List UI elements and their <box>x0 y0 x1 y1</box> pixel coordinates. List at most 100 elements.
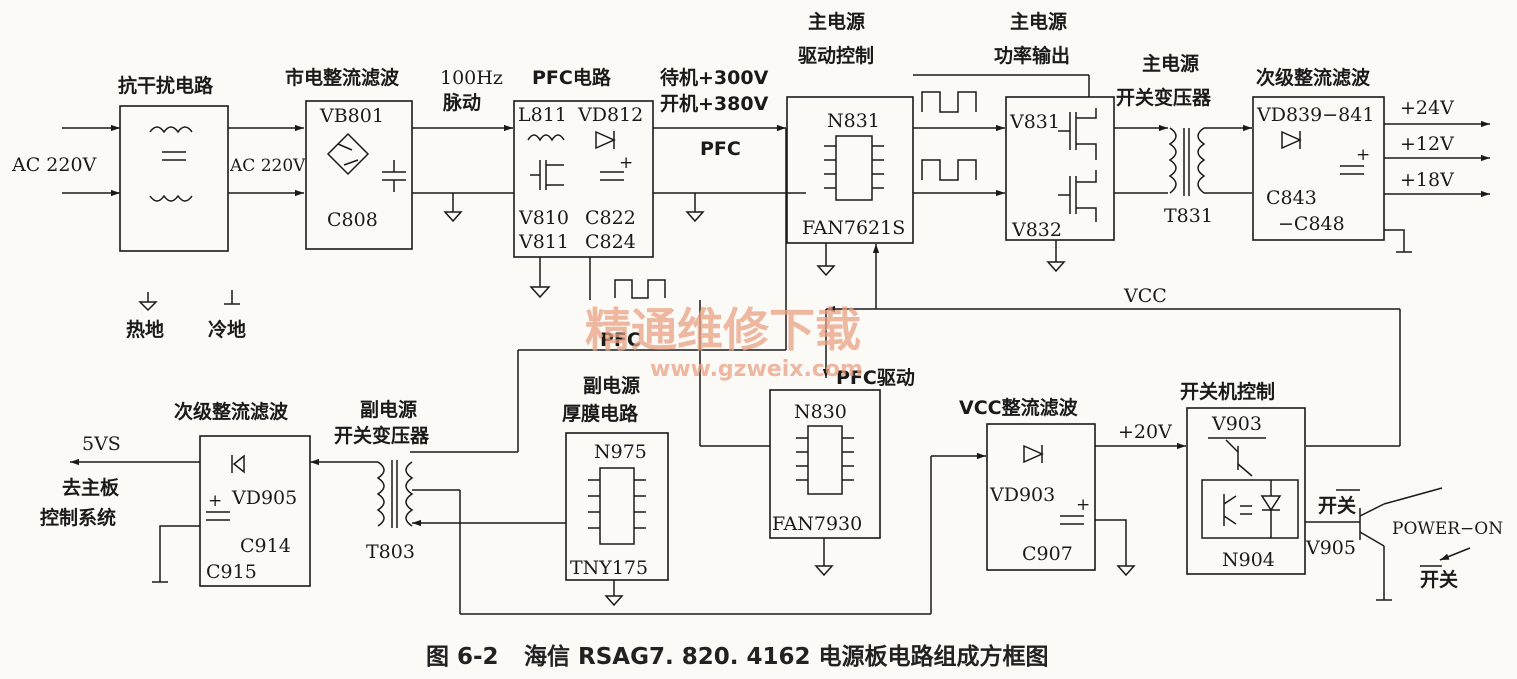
hot-ground-icon <box>604 580 624 607</box>
vcc-rectifier-cap: C907 <box>1022 543 1073 565</box>
pfc-gate-label: PFC <box>600 329 641 351</box>
output-5vs-label: 5VS <box>82 433 121 455</box>
pfc-cap2-label: C824 <box>585 231 636 253</box>
figure-number: 图 6-2 <box>426 644 499 670</box>
main-mosfet2-label: V832 <box>1011 219 1062 241</box>
hot-ground-icon <box>816 243 836 277</box>
aux-module-chip-model: TNY175 <box>570 557 648 579</box>
vcc-rectifier-title: VCC整流滤波 <box>959 396 1079 419</box>
main-transformer: 主电源 开关变压器 T831 <box>1116 52 1213 227</box>
output-24v-label: +24V <box>1400 97 1454 119</box>
switch-arrow <box>1439 547 1471 561</box>
watermark-url: www.gzweix.com <box>650 357 863 382</box>
transistor-icon <box>1208 437 1266 477</box>
cold-ground-legend-icon <box>224 290 240 305</box>
power-switch-transistor: V903 <box>1211 413 1262 435</box>
main-drive-title-2: 驱动控制 <box>798 44 874 67</box>
aux-secondary-cap1: C914 <box>240 535 291 557</box>
voltage-20v-label: +20V <box>1118 421 1172 443</box>
main-secondary-block: 次级整流滤波 VD839−841 + C843 −C848 <box>1252 66 1385 241</box>
anti-interference-block: 抗干扰电路 <box>118 74 229 252</box>
common-mode-choke-icon <box>149 126 193 202</box>
svg-text:+: + <box>619 153 633 173</box>
vcc-rectifier-diode: VD903 <box>989 484 1055 506</box>
bridge-label: VB801 <box>319 105 384 127</box>
mosfet-pair-icon <box>1058 108 1097 222</box>
mosfet-icon <box>530 160 564 190</box>
watermark-text: 精通维修下载 <box>585 303 861 357</box>
pfc-cap1-label: C822 <box>585 207 636 229</box>
pfc-block: PFC电路 L811 VD812 + V810 C822 V811 C824 <box>513 66 654 258</box>
aux-module-chip: N975 <box>594 441 647 463</box>
to-main-board-label-1: 去主板 <box>62 476 120 499</box>
on-voltage-label: 开机+380V <box>660 93 769 115</box>
pfc-output-label: PFC <box>700 138 741 160</box>
mains-rectifier-block: 市电整流滤波 VB801 C808 <box>285 66 413 250</box>
switch-label-2: 开关 <box>1420 568 1458 591</box>
aux-transformer-title-2: 开关变压器 <box>334 424 430 447</box>
main-power-output-block: 主电源 功率输出 V831 V832 <box>994 10 1115 241</box>
switch-label-1: 开关 <box>1318 494 1356 517</box>
main-drive-chip-label: N831 <box>827 110 880 132</box>
main-secondary-title: 次级整流滤波 <box>1256 66 1371 89</box>
cold-ground-icon <box>1384 229 1412 253</box>
aux-transformer: 副电源 开关变压器 T803 <box>334 398 430 563</box>
transformer-icon <box>1168 127 1206 196</box>
output-12v-label: +12V <box>1400 133 1454 155</box>
main-drive-title-1: 主电源 <box>808 10 865 33</box>
pfc-title: PFC电路 <box>532 66 612 89</box>
power-switch-block: 开关机控制 V903 N904 <box>1180 380 1306 575</box>
svg-text:+: + <box>1076 495 1090 515</box>
main-transformer-title-2: 开关变压器 <box>1116 86 1212 109</box>
pfc-drive-chip-model: FAN7930 <box>772 513 862 535</box>
bridge-rectifier-icon <box>326 132 370 176</box>
mains-rectifier-title: 市电整流滤波 <box>285 66 400 89</box>
hot-ground-label: 热地 <box>126 318 164 341</box>
aux-module-block: 副电源 厚膜电路 N975 TNY175 <box>562 374 669 581</box>
v905-transistor-icon <box>1359 487 1443 601</box>
output-18v-label: +18V <box>1400 169 1454 191</box>
aux-module-title-2: 厚膜电路 <box>562 402 639 425</box>
hot-ground-legend-icon <box>138 292 158 312</box>
power-switch-title: 开关机控制 <box>1180 380 1275 403</box>
diode-icon <box>231 454 245 474</box>
inductor-icon <box>527 134 565 142</box>
diode-icon <box>1281 130 1302 150</box>
cold-ground-icon <box>152 525 200 583</box>
main-power-output-title-1: 主电源 <box>1010 10 1067 33</box>
pfc-mosfet2-label: V811 <box>518 231 569 253</box>
pfc-drive-block: PFC驱动 N830 FAN7930 <box>769 367 915 539</box>
ic-chip-icon <box>796 425 854 495</box>
main-transformer-ref: T831 <box>1164 205 1213 227</box>
ground-icon <box>529 257 551 299</box>
figure-caption: 海信 RSAG7. 820. 4162 电源板电路组成方框图 <box>524 643 1049 670</box>
aux-secondary-cap2: C915 <box>206 561 257 583</box>
cold-ground-label: 冷地 <box>208 318 246 341</box>
electrolytic-capacitor-icon: + <box>600 153 633 181</box>
standby-voltage-label: 待机+300V <box>660 66 769 89</box>
drive-waveform-1-icon <box>921 91 977 113</box>
diode-icon <box>595 130 616 150</box>
to-main-board-label-2: 控制系统 <box>40 506 116 529</box>
ac-mid-label: AC 220V <box>229 156 306 176</box>
transformer-icon <box>376 460 414 528</box>
pfc-diode-label: VD812 <box>577 104 643 126</box>
main-secondary-cap2: −C848 <box>1278 213 1345 235</box>
pfc-mosfet1-label: V810 <box>518 207 569 229</box>
main-mosfet1-label: V831 <box>1009 111 1060 133</box>
ac-input-label: AC 220V <box>11 154 97 176</box>
drive-waveform-2-icon <box>921 159 977 181</box>
main-drive-chip-model: FAN7621S <box>802 217 905 239</box>
pfc-inductor-label: L811 <box>518 104 567 126</box>
aux-secondary-diode: VD905 <box>231 487 297 509</box>
v905-label: V905 <box>1305 537 1356 559</box>
optocoupler-icon <box>1201 479 1299 539</box>
svg-text:+: + <box>1356 145 1370 165</box>
main-drive-block: 主电源 驱动控制 N831 FAN7621S <box>786 10 914 244</box>
rectifier-cap-label: C808 <box>327 209 378 231</box>
pfc-waveform-icon <box>614 279 666 299</box>
electrolytic-capacitor-icon: + <box>1060 495 1090 525</box>
vcc-rectifier-block: VCC整流滤波 VD903 + C907 <box>959 396 1096 571</box>
main-transformer-title-1: 主电源 <box>1142 52 1199 75</box>
